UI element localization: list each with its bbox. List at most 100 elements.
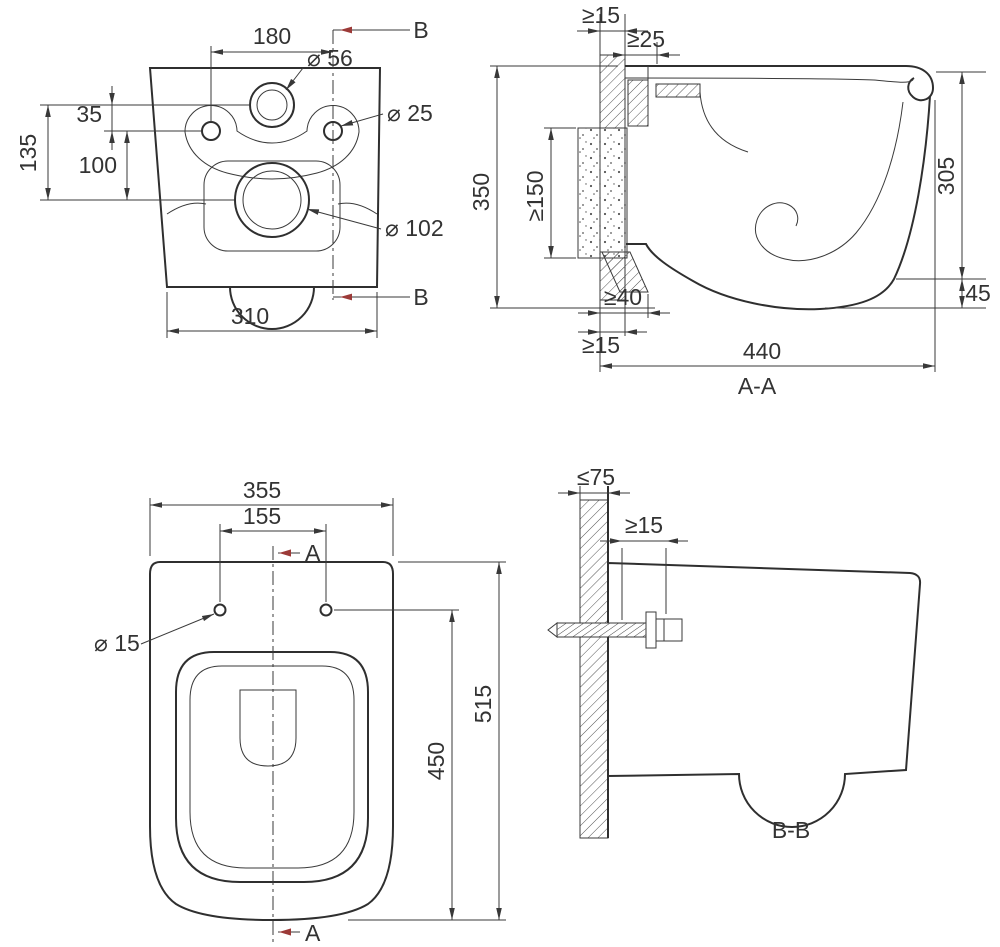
leader-line xyxy=(140,613,215,645)
top-linework xyxy=(149,546,394,942)
toilet-profile xyxy=(607,561,922,828)
dim-ge15-bottom-text: ≥15 xyxy=(582,332,620,358)
dim-ge15-text: ≥15 xyxy=(625,512,663,538)
dim-d25-text: ⌀ 25 xyxy=(387,100,433,126)
flush-channel-cut-top xyxy=(655,83,701,98)
flush-opening xyxy=(239,689,297,767)
dim-ge40-text: ≥40 xyxy=(604,284,642,310)
dim-d15: ⌀ 15 xyxy=(94,613,215,656)
dim-440: 440 xyxy=(600,100,936,372)
dim-45-text: 45 xyxy=(965,280,991,306)
leader-line xyxy=(340,113,384,127)
dim-515-text: 515 xyxy=(470,685,496,723)
dim-515: 515 xyxy=(348,561,506,921)
wall-hatch xyxy=(579,499,609,839)
dim-d25: ⌀ 25 xyxy=(340,100,433,127)
rim-section xyxy=(907,77,934,102)
section-arrow-top xyxy=(340,26,352,34)
contour-left xyxy=(166,202,207,215)
dim-le75-text: ≤75 xyxy=(577,464,615,490)
rim-outline xyxy=(175,651,369,883)
dim-355-text: 355 xyxy=(243,477,281,503)
section-arrow-top xyxy=(279,549,291,557)
flush-flow-line xyxy=(699,91,749,153)
dim-305-text: 305 xyxy=(933,157,959,195)
dim-d15-text: ⌀ 15 xyxy=(94,630,140,656)
aa-wall xyxy=(577,14,628,372)
shell-outline xyxy=(626,95,931,311)
rear-linework xyxy=(148,67,382,330)
dim-310-text: 310 xyxy=(231,303,269,329)
dim-350: 350 xyxy=(468,65,655,309)
drain-stub xyxy=(601,251,649,293)
section-aa-view: ≥15 ≥25 350 ≥150 305 xyxy=(468,2,991,399)
dim-ge25: ≥25 xyxy=(602,26,680,64)
dim-d102: ⌀ 102 xyxy=(306,208,444,241)
dim-155: 155 xyxy=(219,503,327,602)
dim-100-text: 100 xyxy=(79,152,117,178)
section-aa-title: A-A xyxy=(738,373,777,399)
top-view: 355 155 A A ⌀ 15 515 xyxy=(94,477,506,946)
dim-180: 180 xyxy=(210,23,333,122)
dim-155-text: 155 xyxy=(243,503,281,529)
dim-450-text: 450 xyxy=(423,742,449,780)
dim-ge25-text: ≥25 xyxy=(627,26,665,52)
dim-310: 310 xyxy=(166,292,378,338)
dim-ge15-top: ≥15 xyxy=(577,2,648,34)
dim-ge150-text: ≥150 xyxy=(522,171,548,222)
dim-450: 450 xyxy=(334,609,459,920)
section-a-bottom-label: A xyxy=(305,920,321,946)
dim-ge15-top-text: ≥15 xyxy=(582,2,620,28)
section-arrow-bottom xyxy=(340,293,352,301)
mortar-block xyxy=(577,127,628,259)
section-a-top-label: A xyxy=(305,540,321,566)
seat-hole-left xyxy=(213,603,227,617)
section-arrow-bottom xyxy=(279,928,291,936)
section-line-a: A A xyxy=(278,540,321,946)
body-outline xyxy=(148,67,382,288)
fixing-screw xyxy=(547,611,683,649)
dim-135-text: 135 xyxy=(15,134,41,172)
screw-washer xyxy=(645,611,657,649)
section-b-top-label: B xyxy=(413,17,428,43)
dim-355: 355 xyxy=(149,477,394,556)
dim-le75: ≤75 xyxy=(558,464,630,496)
seat-hole-right xyxy=(319,603,333,617)
dim-35-text: 35 xyxy=(76,101,102,127)
dim-45: 45 xyxy=(825,279,991,309)
seat-outline xyxy=(149,561,394,922)
contour-right xyxy=(337,202,378,215)
drain-hole-inner xyxy=(242,170,302,230)
section-b-bottom-label: B xyxy=(413,284,428,310)
inner-panel xyxy=(203,160,341,252)
dim-ge15: ≥15 xyxy=(600,512,688,620)
dim-ge15-bottom: ≥15 xyxy=(578,329,647,358)
deck-outer xyxy=(625,65,934,89)
screw-thread xyxy=(556,622,647,638)
flush-hole-inner xyxy=(256,89,288,121)
bowl-inner xyxy=(755,101,904,262)
leader-line xyxy=(306,208,382,230)
bowl-outline xyxy=(189,665,355,869)
drain-hole-outer xyxy=(234,162,310,238)
aa-toilet-section xyxy=(601,65,934,311)
section-bb-title: B-B xyxy=(772,817,810,843)
flush-channel-cut-left xyxy=(627,79,649,127)
dim-440-text: 440 xyxy=(743,338,781,364)
mount-hole-left xyxy=(201,121,221,141)
dim-left-stack: 35 100 135 xyxy=(15,86,250,201)
dim-305: 305 xyxy=(896,71,986,280)
dim-ge40: ≥40 xyxy=(578,284,670,318)
screw-head xyxy=(655,618,683,642)
dim-d56-text: ⌀ 56 xyxy=(307,45,353,71)
deck-inner xyxy=(624,77,914,83)
dim-350-text: 350 xyxy=(468,173,494,211)
leader-line xyxy=(285,67,304,91)
dim-ge150: ≥150 xyxy=(522,127,576,259)
section-bb-view: ≤75 ≥15 B-B xyxy=(547,464,922,843)
dim-d102-text: ⌀ 102 xyxy=(385,215,444,241)
section-line-b: B B xyxy=(332,17,429,310)
screw-tip xyxy=(547,621,558,639)
